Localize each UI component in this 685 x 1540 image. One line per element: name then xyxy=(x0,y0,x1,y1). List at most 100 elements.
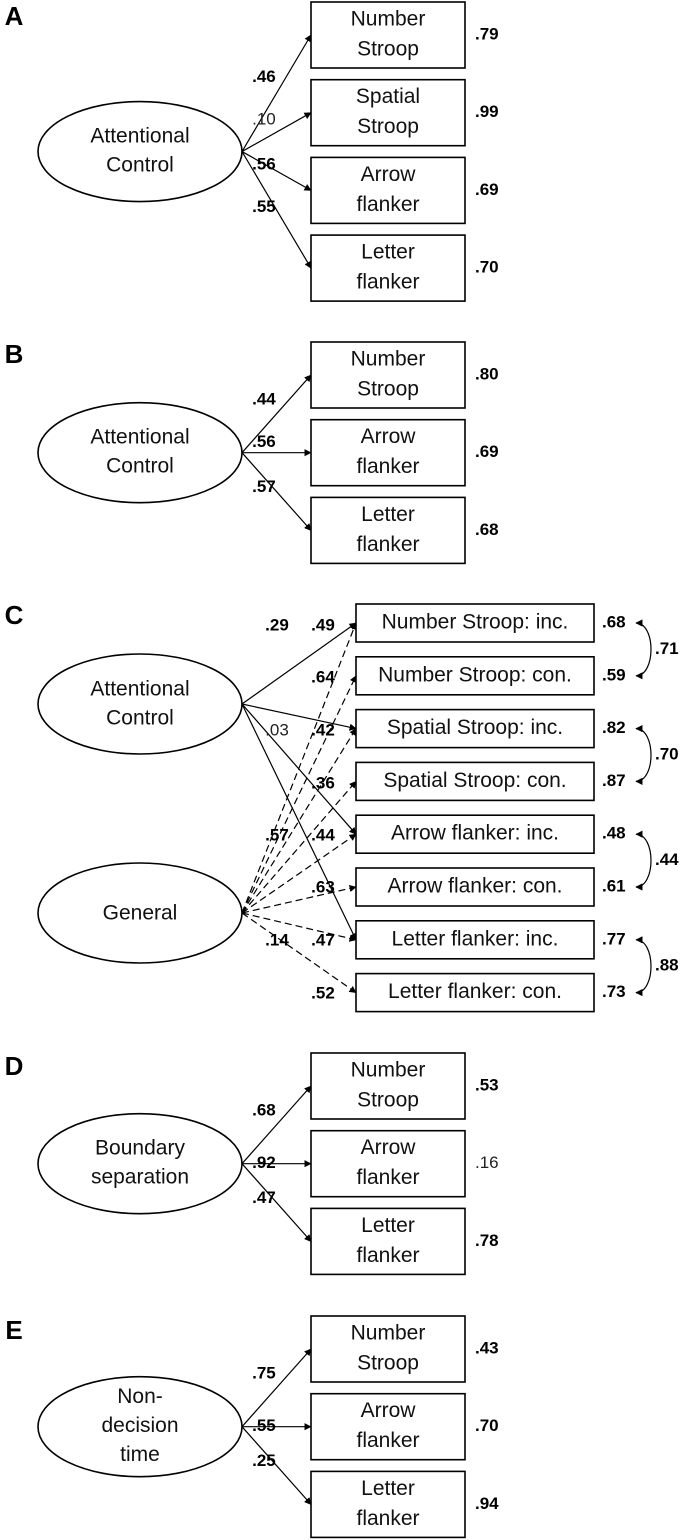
loading-value: .56 xyxy=(252,432,276,451)
panel-label-b: B xyxy=(5,339,24,369)
residual-value: .59 xyxy=(602,665,626,684)
ac-loading-arrow xyxy=(241,703,357,941)
residual-value: .70 xyxy=(475,1416,499,1435)
indicator-box xyxy=(355,655,595,696)
loading-value: .57 xyxy=(252,477,276,496)
general-loading-value: .42 xyxy=(311,720,335,739)
loading-arrow xyxy=(241,1163,312,1242)
latent-factor-ellipse xyxy=(37,401,243,504)
indicator-box xyxy=(310,496,466,565)
indicator-label: Number xyxy=(351,1059,426,1082)
residual-value: .73 xyxy=(602,982,626,1001)
indicator-box xyxy=(355,867,595,907)
ac-loading-value: .29 xyxy=(265,615,289,634)
residual-correlation-value: .88 xyxy=(655,956,679,975)
indicator-box xyxy=(355,603,595,643)
residual-correlation-value: .71 xyxy=(655,639,679,658)
indicator-label: Number xyxy=(351,348,426,371)
general-loading-arrow xyxy=(241,833,357,914)
residual-value: .70 xyxy=(475,258,499,277)
indicator-label: flanker xyxy=(356,455,419,478)
residual-correlation-arrow xyxy=(635,936,652,997)
general-loading-arrow xyxy=(241,622,357,914)
indicator-label: flanker xyxy=(356,1429,419,1452)
residual-correlation-value: .70 xyxy=(655,744,679,763)
factor-label: General xyxy=(103,902,178,925)
residual-value: .69 xyxy=(475,442,499,461)
indicator-label: Letter xyxy=(361,1214,415,1237)
residual-value: .16 xyxy=(475,1153,499,1172)
ac-loading-value: .63 xyxy=(311,877,335,896)
indicator-label: Letter xyxy=(361,503,415,526)
panel-label-e: E xyxy=(5,1315,22,1345)
indicator-box xyxy=(310,1129,466,1198)
factor-label: Control xyxy=(106,707,174,730)
residual-value: .87 xyxy=(602,771,626,790)
indicator-box xyxy=(310,234,466,302)
panel-label-c: C xyxy=(5,600,24,630)
indicator-label: Letter flanker: con. xyxy=(388,980,562,1003)
factor-label: Boundary xyxy=(95,1137,185,1160)
loading-value: .55 xyxy=(252,197,276,216)
ac-loading-arrow xyxy=(241,703,357,731)
residual-value: .78 xyxy=(475,1231,499,1250)
residual-correlation-arrow xyxy=(635,725,652,785)
loading-arrow xyxy=(241,452,312,531)
residual-value: .68 xyxy=(602,612,626,631)
loading-arrow xyxy=(241,151,312,191)
loading-arrow xyxy=(241,34,312,152)
ac-loading-arrow xyxy=(241,622,357,705)
residual-value: .80 xyxy=(475,364,499,383)
residual-correlation-arrow xyxy=(635,619,652,680)
residual-value: .94 xyxy=(475,1494,499,1513)
factor-label: Control xyxy=(106,455,174,478)
loading-value: .44 xyxy=(252,389,276,408)
loading-value: .47 xyxy=(252,1188,276,1207)
residual-value: .99 xyxy=(475,102,499,121)
general-loading-arrow xyxy=(241,884,357,914)
general-loading-value: .44 xyxy=(311,825,335,844)
factor-label: separation xyxy=(91,1166,189,1189)
indicator-box xyxy=(310,1392,466,1461)
general-loading-arrow xyxy=(241,912,357,994)
indicator-box xyxy=(355,708,595,749)
indicator-box xyxy=(310,156,466,225)
residual-value: .68 xyxy=(475,520,499,539)
indicator-label: Arrow xyxy=(361,425,417,448)
loading-arrow xyxy=(241,1085,312,1165)
indicator-label: flanker xyxy=(356,1166,419,1189)
general-loading-value: .14 xyxy=(265,930,289,949)
indicator-label: Number xyxy=(351,8,426,31)
indicator-label: Spatial xyxy=(356,85,420,108)
indicator-label: Number Stroop: inc. xyxy=(382,611,569,634)
loading-arrow xyxy=(241,374,312,454)
path-lines xyxy=(241,34,652,1505)
indicator-box xyxy=(310,1470,466,1539)
loading-arrow xyxy=(241,1426,312,1505)
factor-label: Non- xyxy=(117,1385,163,1408)
residual-value: .48 xyxy=(602,824,626,843)
factor-label: Attentional xyxy=(90,678,189,701)
general-loading-value: .52 xyxy=(311,983,335,1002)
loading-value: .25 xyxy=(252,1451,276,1470)
indicator-box xyxy=(310,341,466,409)
indicator-label: Stroop xyxy=(357,115,419,138)
indicator-label: Spatial Stroop: inc. xyxy=(387,716,563,739)
residual-value: .77 xyxy=(602,929,626,948)
general-loading-arrow xyxy=(241,727,357,914)
indicator-label: Stroop xyxy=(357,1352,419,1375)
indicator-label: Arrow flanker: con. xyxy=(387,875,562,898)
indicator-label: Arrow xyxy=(361,1136,417,1159)
factor-label: Attentional xyxy=(90,125,189,148)
latent-factor-ellipse xyxy=(37,100,243,203)
indicator-label: Stroop xyxy=(357,1089,419,1112)
indicator-label: Spatial Stroop: con. xyxy=(383,769,566,792)
loading-arrow xyxy=(241,151,312,269)
indicator-box xyxy=(355,972,595,1013)
residual-value: .82 xyxy=(602,718,626,737)
loading-arrow xyxy=(241,1348,312,1428)
indicator-label: Stroop xyxy=(357,378,419,401)
indicator-box xyxy=(310,1207,466,1276)
indicator-label: Letter xyxy=(361,241,415,264)
factor-label: Control xyxy=(106,154,174,177)
